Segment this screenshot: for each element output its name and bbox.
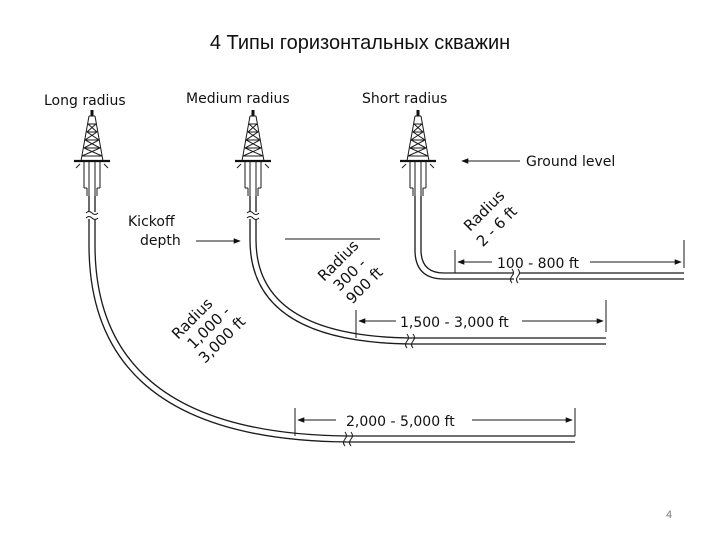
- medium-radius-rig-icon: [233, 108, 273, 198]
- kickoff-label: Kickoff: [128, 214, 175, 230]
- short-radius-annotation: Radius 2 - 6 ft: [460, 186, 521, 250]
- short-lateral-length: 100 - 800 ft: [497, 256, 580, 272]
- medium-radius-well-path: [246, 196, 606, 349]
- long-radius-well-path: [85, 196, 575, 447]
- short-radius-rig-icon: [398, 108, 438, 198]
- short-radius-label: Short radius: [362, 91, 447, 107]
- short-radius-well-path: [414, 196, 684, 284]
- long-radius-annotation: Radius 1,000 - 3,000 ft: [168, 294, 249, 366]
- long-radius-rig-icon: [72, 108, 112, 198]
- long-radius-label: Long radius: [44, 93, 126, 109]
- ground-level-label: Ground level: [526, 154, 615, 170]
- medium-radius-label: Medium radius: [186, 91, 290, 107]
- kickoff-depth-label: depth: [140, 233, 181, 249]
- slide-title: 4 Типы горизонтальных скважин: [209, 32, 511, 54]
- medium-radius-annotation: Radius 300 - 900 ft: [314, 236, 386, 307]
- long-lateral-length: 2,000 - 5,000 ft: [346, 414, 455, 430]
- medium-lateral-length: 1,500 - 3,000 ft: [400, 315, 509, 331]
- page-number: 4: [666, 509, 673, 521]
